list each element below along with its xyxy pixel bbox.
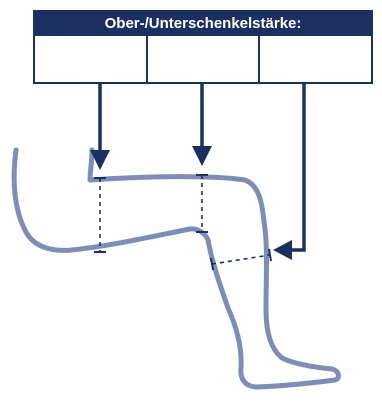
input-cell-thigh-lower[interactable] <box>148 36 261 82</box>
leg-outline-icon <box>11 147 341 390</box>
table-header-title: Ober-/Unterschenkelstärke: <box>104 14 302 32</box>
measurement-line-thigh-upper <box>94 177 106 253</box>
input-cells-row <box>33 36 373 84</box>
table-header: Ober-/Unterschenkelstärke: <box>33 10 373 36</box>
input-cell-thigh-upper[interactable] <box>35 36 148 82</box>
arrow-left-icon <box>273 84 306 260</box>
arrow-down-icon <box>192 84 212 166</box>
measurement-line-thigh-lower <box>196 174 208 233</box>
measurement-line-calf <box>210 248 272 271</box>
arrow-down-icon <box>90 84 110 170</box>
